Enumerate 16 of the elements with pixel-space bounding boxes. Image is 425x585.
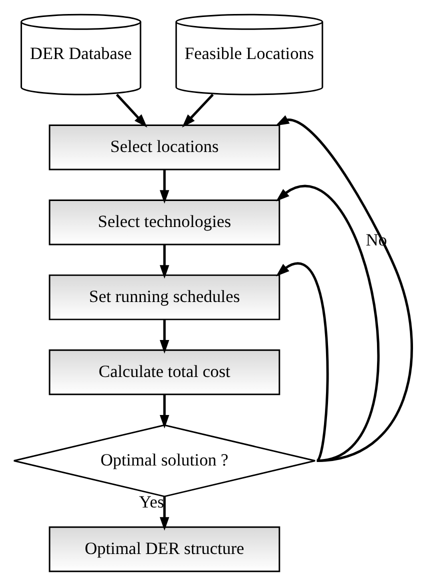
- node-box: Calculate total cost: [48, 348, 280, 395]
- arrow: [159, 496, 169, 530]
- arrow: [115, 93, 147, 127]
- arrow: [275, 262, 328, 461]
- arrow: [159, 319, 169, 354]
- node-box: Set running schedules: [48, 274, 280, 320]
- arrow: [182, 93, 214, 127]
- arrow: [159, 169, 169, 204]
- arrow: [275, 184, 379, 462]
- arrow: [159, 244, 169, 278]
- node-box: Select locations: [48, 124, 280, 170]
- node-box: Select technologies: [48, 198, 280, 245]
- node-box: Optimal DER structure: [48, 526, 280, 572]
- arrow: [159, 394, 169, 428]
- node-diamond: Optimal solution ?: [12, 424, 316, 497]
- arrow: [274, 114, 412, 462]
